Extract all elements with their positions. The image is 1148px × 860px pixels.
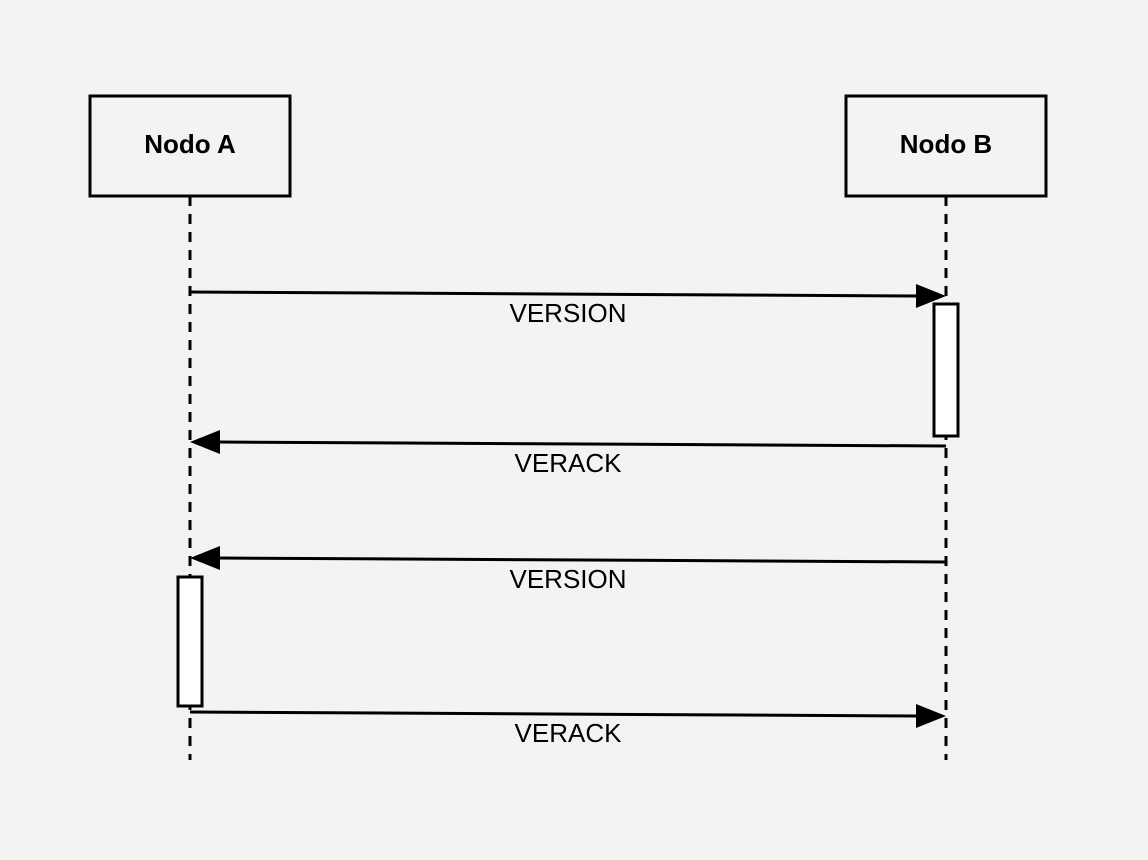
message-verack-a-to-b: VERACK bbox=[189, 704, 946, 748]
message-arrow-line bbox=[217, 556, 947, 564]
message-label: VERACK bbox=[515, 448, 623, 478]
arrowhead-icon bbox=[916, 704, 946, 728]
message-label: VERSION bbox=[509, 298, 626, 328]
activation-bar-nodo-a bbox=[176, 575, 204, 708]
message-arrow-line bbox=[217, 440, 947, 448]
participant-box bbox=[844, 94, 1048, 198]
activation-bar-nodo-b bbox=[932, 302, 960, 438]
message-arrow-line bbox=[189, 290, 919, 298]
participant-nodo-a: Nodo A bbox=[88, 94, 292, 198]
message-label: VERSION bbox=[509, 564, 626, 594]
participant-nodo-b: Nodo B bbox=[844, 94, 1048, 198]
participant-label: Nodo A bbox=[144, 129, 236, 159]
message-verack-b-to-a: VERACK bbox=[190, 430, 947, 478]
message-label: VERACK bbox=[515, 718, 623, 748]
arrowhead-icon bbox=[190, 546, 220, 570]
participant-label: Nodo B bbox=[900, 129, 992, 159]
message-version-b-to-a: VERSION bbox=[190, 546, 947, 594]
message-arrow-line bbox=[189, 710, 919, 718]
message-version-a-to-b: VERSION bbox=[189, 284, 946, 328]
arrowhead-icon bbox=[190, 430, 220, 454]
participant-box bbox=[88, 94, 292, 198]
arrowhead-icon bbox=[916, 284, 946, 308]
